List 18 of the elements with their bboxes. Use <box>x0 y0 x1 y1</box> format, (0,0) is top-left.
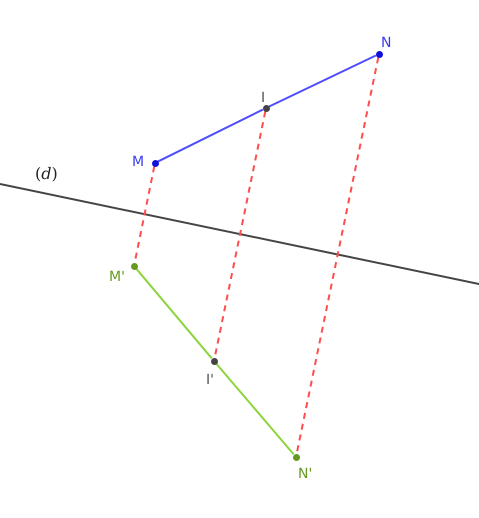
point-dot <box>152 160 158 166</box>
line-segment <box>135 268 213 359</box>
dashed-line <box>296 57 380 454</box>
point-label: I' <box>206 372 214 388</box>
line-label: (d) <box>35 164 58 184</box>
line-segment <box>268 54 376 108</box>
line-segment <box>158 108 264 162</box>
point-dot <box>262 104 270 112</box>
point-label: M <box>132 154 144 170</box>
point-dot <box>292 454 300 460</box>
point-label: M' <box>109 269 125 285</box>
point-dot <box>130 262 138 270</box>
line-segment <box>216 363 294 455</box>
point-label: N' <box>298 466 312 482</box>
point-dot <box>376 50 382 58</box>
point-dot <box>210 358 218 364</box>
point-label: N <box>381 35 392 51</box>
point-label: I <box>261 90 266 106</box>
